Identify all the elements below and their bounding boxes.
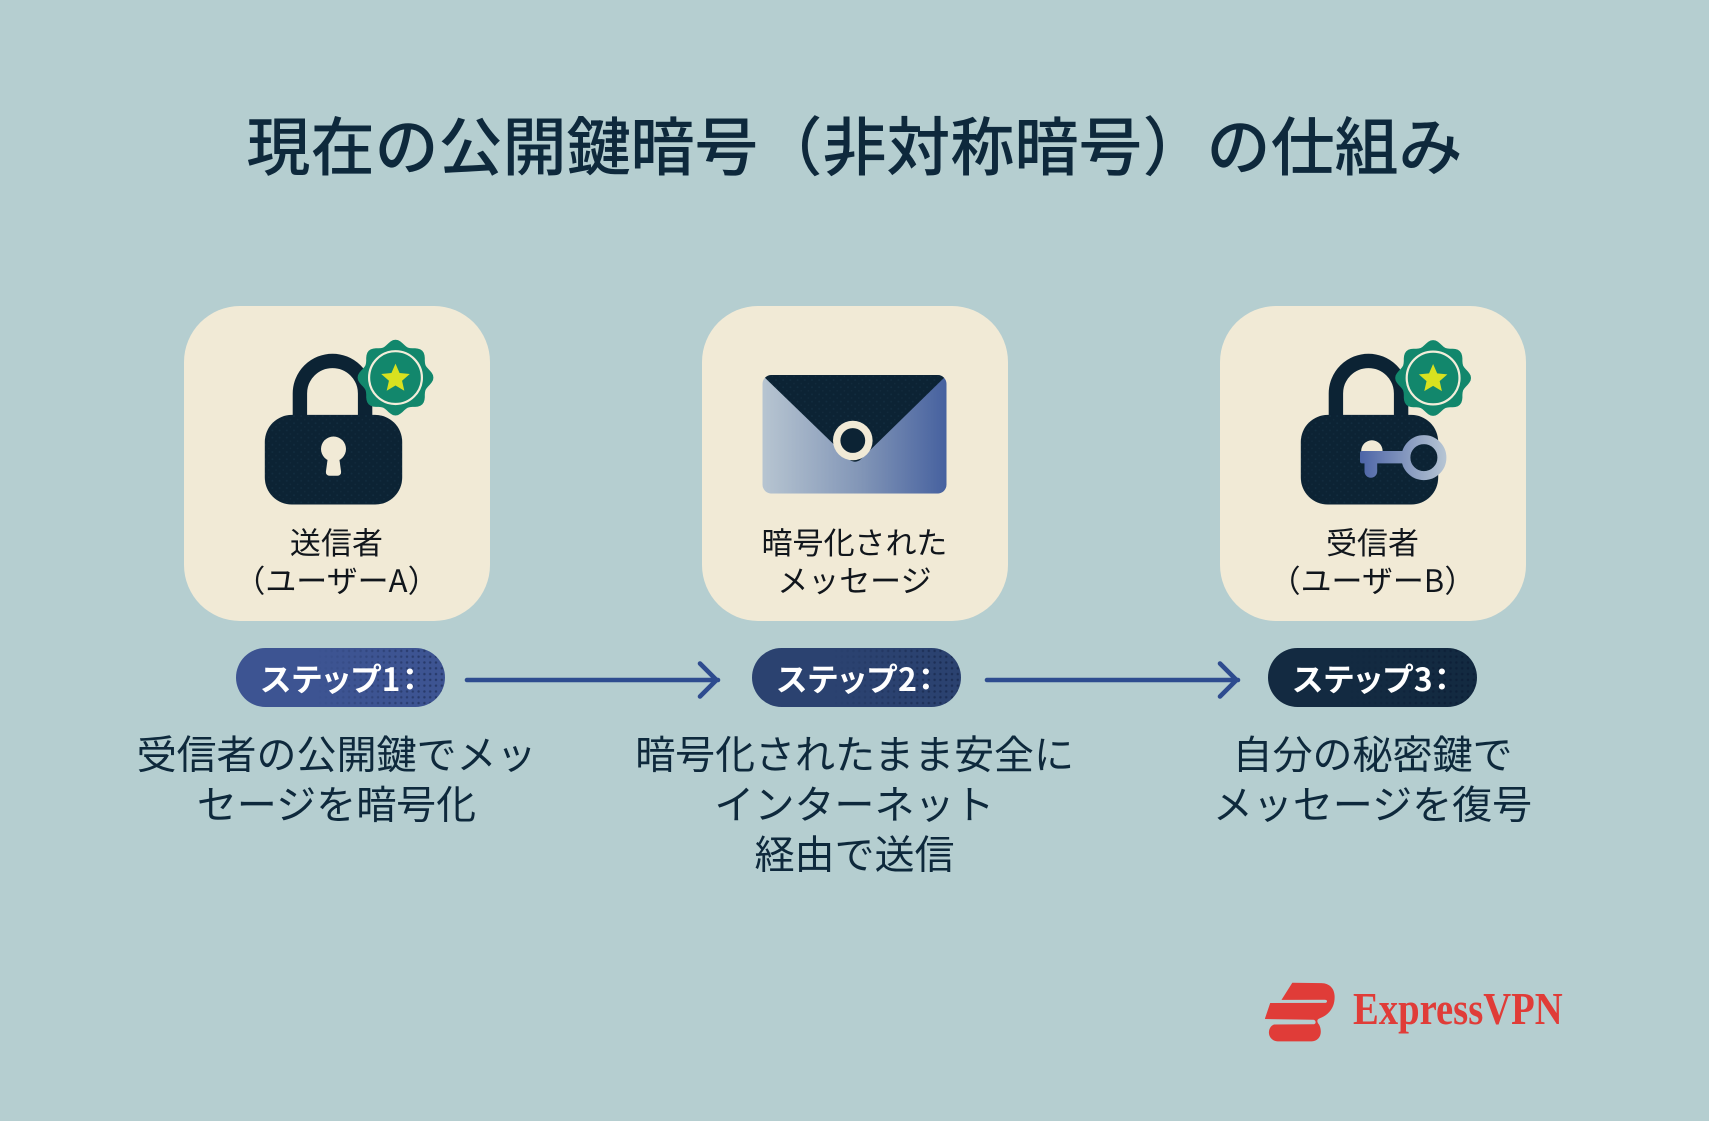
card-encrypted-message: 暗号化された メッセージ	[701, 306, 1008, 621]
step-2-badge-text: ステップ2：	[777, 654, 935, 701]
arrow-step2-to-step3	[984, 660, 1246, 705]
arrow-step1-to-step2	[464, 660, 726, 705]
keyhole-tail	[325, 455, 341, 476]
card-sender: 送信者 （ユーザーA）	[183, 306, 490, 621]
step-3-badge: ステップ3：	[1267, 648, 1477, 707]
padlock-badge-icon	[184, 338, 434, 621]
key-shaft	[1359, 451, 1407, 464]
step-1-description: 受信者の公開鍵でメッ セージを暗号化	[136, 723, 537, 831]
encrypted-envelope-icon	[762, 375, 946, 494]
card-sender-label: 送信者 （ユーザーA）	[234, 517, 439, 602]
key-bow	[1400, 435, 1446, 481]
envelope-seal	[839, 428, 865, 453]
step-3-description: 自分の秘密鍵で メッセージを復号	[1212, 723, 1533, 831]
arrow-right-icon	[464, 661, 721, 699]
card-recipient: 受信者 （ユーザーB）	[1219, 306, 1526, 621]
page-title: 現在の公開鍵暗号（非対称暗号）の仕組み	[246, 97, 1463, 189]
step-3-badge-text: ステップ3：	[1293, 654, 1451, 701]
keyhole	[320, 436, 346, 462]
expressvpn-logo-icon	[1265, 982, 1335, 1042]
card-encrypted-message-label: 暗号化された メッセージ	[761, 517, 948, 602]
step-1-badge: ステップ1：	[235, 648, 445, 707]
expressvpn-logo: ExpressVPN	[1265, 981, 1575, 1043]
padlock-key-badge-icon	[1220, 339, 1472, 621]
card-recipient-label: 受信者 （ユーザーB）	[1269, 517, 1476, 602]
step-1-badge-text: ステップ1：	[261, 654, 419, 701]
arrow-right-icon	[984, 661, 1241, 699]
key-icon	[1359, 435, 1446, 481]
step-2-badge: ステップ2：	[751, 648, 961, 707]
expressvpn-logo-text: ExpressVPN	[1353, 983, 1563, 1034]
step-2-description: 暗号化されたまま安全に インターネット 経由で送信	[635, 723, 1074, 881]
